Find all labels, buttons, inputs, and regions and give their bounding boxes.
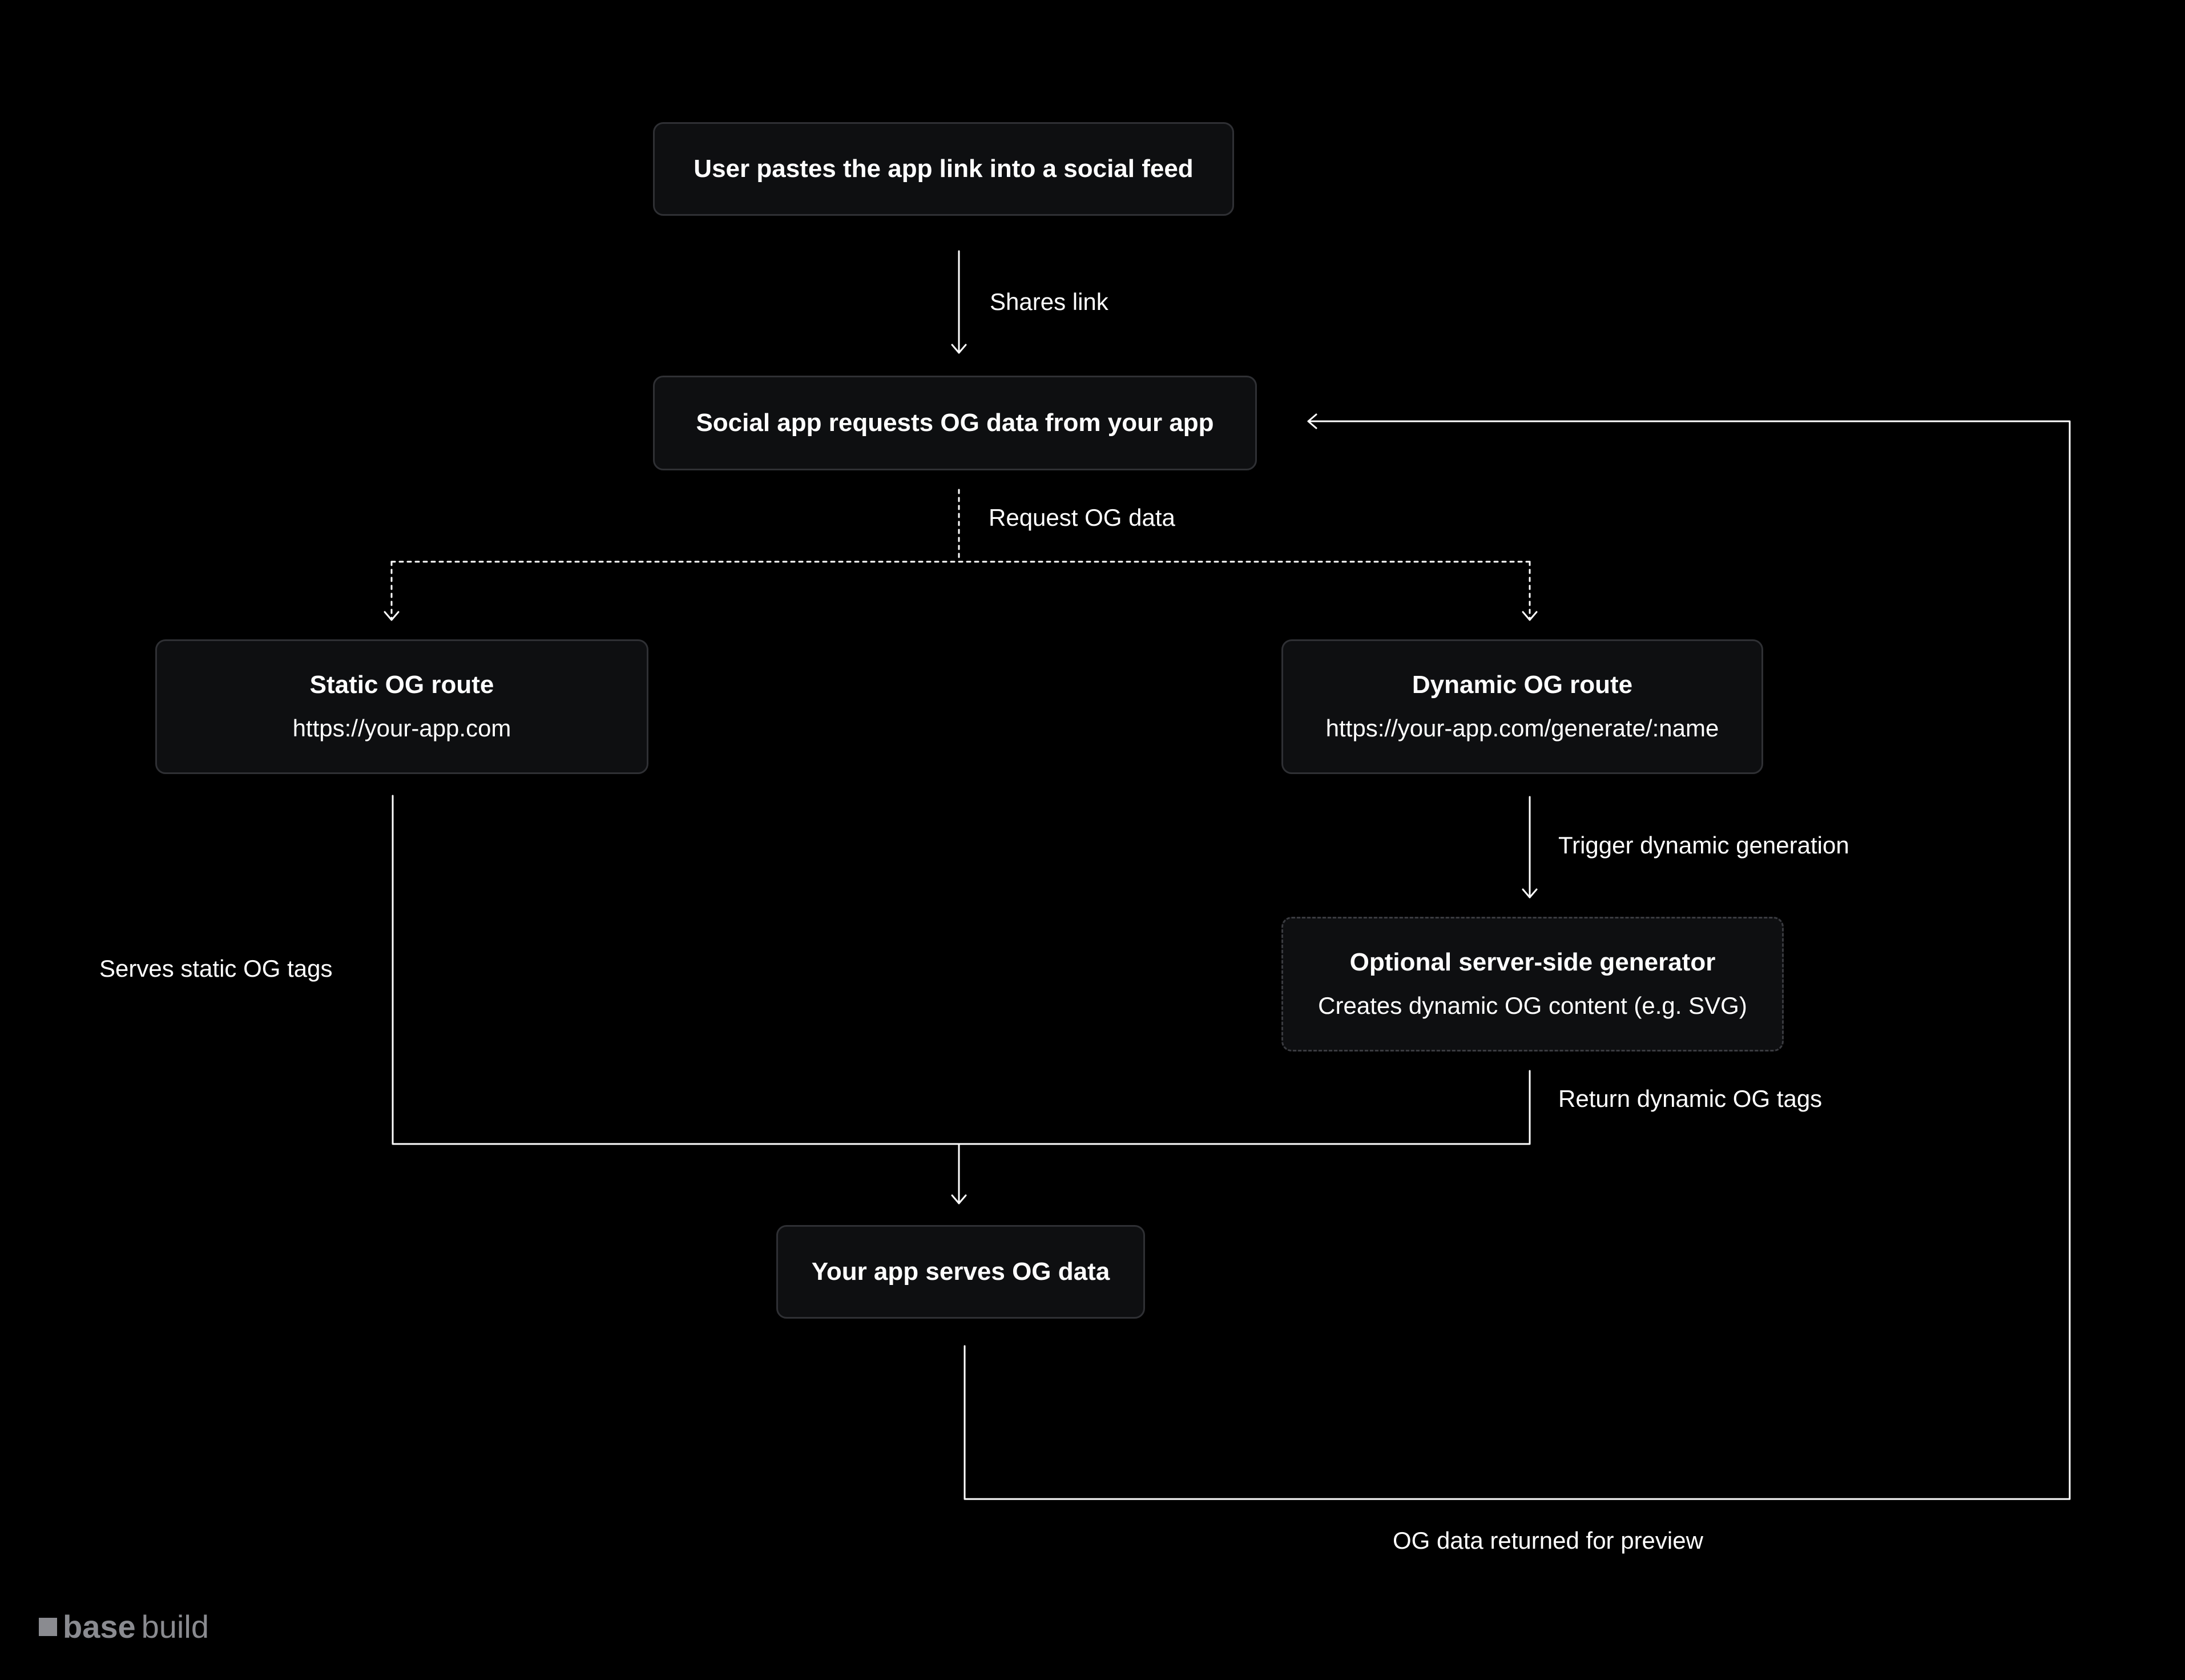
node-serves-og-data: Your app serves OG data	[776, 1225, 1145, 1319]
edge-label-serves-static: Serves static OG tags	[99, 955, 333, 982]
arrow-shares-link	[951, 250, 967, 354]
node-user-pastes: User pastes the app link into a social f…	[653, 122, 1234, 216]
node-static-route: Static OG route https://your-app.com	[155, 639, 648, 774]
arrowhead-dynamic-route	[1522, 611, 1538, 621]
brand-logo: base build	[39, 1611, 209, 1643]
edge-label-request-og-data: Request OG data	[989, 504, 1175, 531]
edge-label-returned-preview: OG data returned for preview	[1393, 1527, 1703, 1554]
node-user-pastes-title: User pastes the app link into a social f…	[694, 154, 1194, 183]
arrowhead-static-route	[384, 611, 400, 621]
arrow-trigger-dynamic	[1522, 796, 1538, 899]
node-social-requests-title: Social app requests OG data from your ap…	[696, 408, 1214, 437]
square-icon	[39, 1618, 57, 1636]
node-static-route-title: Static OG route	[309, 671, 494, 699]
node-social-requests: Social app requests OG data from your ap…	[653, 376, 1257, 470]
brand-logo-part2: build	[141, 1609, 209, 1645]
node-dynamic-route: Dynamic OG route https://your-app.com/ge…	[1281, 639, 1763, 774]
node-generator-title: Optional server-side generator	[1349, 948, 1716, 977]
edge-label-shares-link: Shares link	[990, 288, 1108, 315]
brand-logo-part1: base	[63, 1609, 136, 1645]
node-generator: Optional server-side generator Creates d…	[1281, 917, 1784, 1051]
edge-label-return-dynamic: Return dynamic OG tags	[1558, 1085, 1823, 1112]
node-serves-og-data-title: Your app serves OG data	[811, 1257, 1110, 1286]
node-dynamic-route-url: https://your-app.com/generate/:name	[1325, 715, 1719, 742]
node-generator-description: Creates dynamic OG content (e.g. SVG)	[1318, 992, 1747, 1020]
edge-label-trigger-dynamic: Trigger dynamic generation	[1558, 832, 1849, 859]
arrow-merge-to-serves	[392, 795, 1531, 1204]
arrow-request-og-data	[390, 489, 1531, 620]
node-dynamic-route-title: Dynamic OG route	[1412, 671, 1633, 699]
node-static-route-url: https://your-app.com	[292, 715, 511, 742]
arrow-feedback-loop	[964, 413, 2071, 1500]
